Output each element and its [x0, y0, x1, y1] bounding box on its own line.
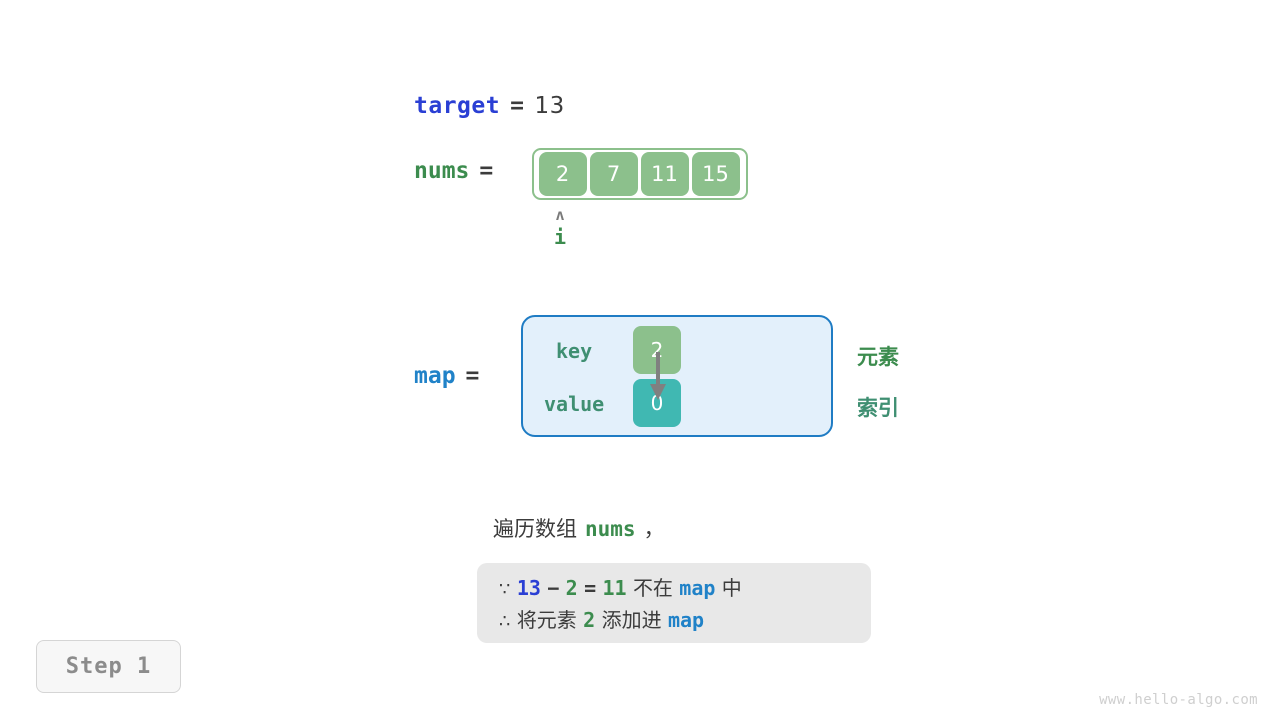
- map-variable-row: map =: [414, 363, 489, 389]
- key-to-value-arrow-icon: [650, 352, 666, 400]
- note-line2-text-start: 将元素: [516, 608, 577, 632]
- index-pointer: ʌ i: [532, 207, 588, 251]
- note-minus-sign: −: [547, 576, 560, 600]
- note-line1-map: map: [679, 576, 716, 600]
- nums-array: 2 7 11 15: [532, 148, 748, 200]
- therefore-symbol: ∴: [499, 611, 511, 632]
- nums-variable-row: nums =: [414, 158, 503, 184]
- because-symbol: ∵: [499, 579, 511, 600]
- description-prefix: 遍历数组: [493, 517, 577, 541]
- target-value: 13: [534, 93, 565, 119]
- description-code-nums: nums: [585, 517, 636, 541]
- index-side-label: 索引: [857, 396, 899, 420]
- step-badge: Step 1: [36, 640, 181, 693]
- pointer-label: i: [553, 225, 567, 249]
- note-line2-text-mid: 添加进: [601, 608, 662, 632]
- description-line: 遍历数组 nums ，: [493, 513, 665, 543]
- map-equals-sign: =: [465, 363, 480, 389]
- note-line-1: ∵ 13 − 2 = 11 不在 map 中: [499, 573, 849, 605]
- note-current-value: 2: [565, 576, 578, 600]
- array-cell-3: 15: [691, 152, 740, 196]
- target-variable-row: target = 13: [414, 93, 565, 119]
- note-complement-value: 11: [602, 576, 627, 600]
- array-cell-0: 2: [538, 152, 587, 196]
- map-variable-name: map: [414, 363, 456, 389]
- array-cell-1: 7: [589, 152, 638, 196]
- note-target-value: 13: [516, 576, 541, 600]
- pointer-caret-icon: ʌ: [555, 206, 565, 224]
- note-line2-value: 2: [583, 608, 596, 632]
- nums-equals-sign: =: [479, 158, 494, 184]
- reasoning-note-box: ∵ 13 − 2 = 11 不在 map 中 ∴ 将元素 2: [477, 563, 871, 643]
- note-line1-text-mid: 不在: [632, 576, 673, 600]
- element-side-label: 元素: [857, 345, 899, 369]
- note-line2-map: map: [667, 608, 705, 632]
- hashmap-value-label: value: [544, 392, 605, 416]
- hashmap-key-label: key: [556, 339, 593, 363]
- note-line-2: ∴ 将元素 2 添加进 map: [499, 605, 849, 637]
- target-equals-sign: =: [510, 93, 525, 119]
- array-cell-2: 11: [640, 152, 689, 196]
- note-equals-sign: =: [584, 576, 597, 600]
- target-variable-name: target: [414, 93, 501, 119]
- description-suffix: ，: [643, 517, 665, 541]
- watermark: www.hello-algo.com: [1099, 692, 1258, 708]
- nums-variable-name: nums: [414, 158, 470, 184]
- note-line1-text-end: 中: [721, 576, 742, 600]
